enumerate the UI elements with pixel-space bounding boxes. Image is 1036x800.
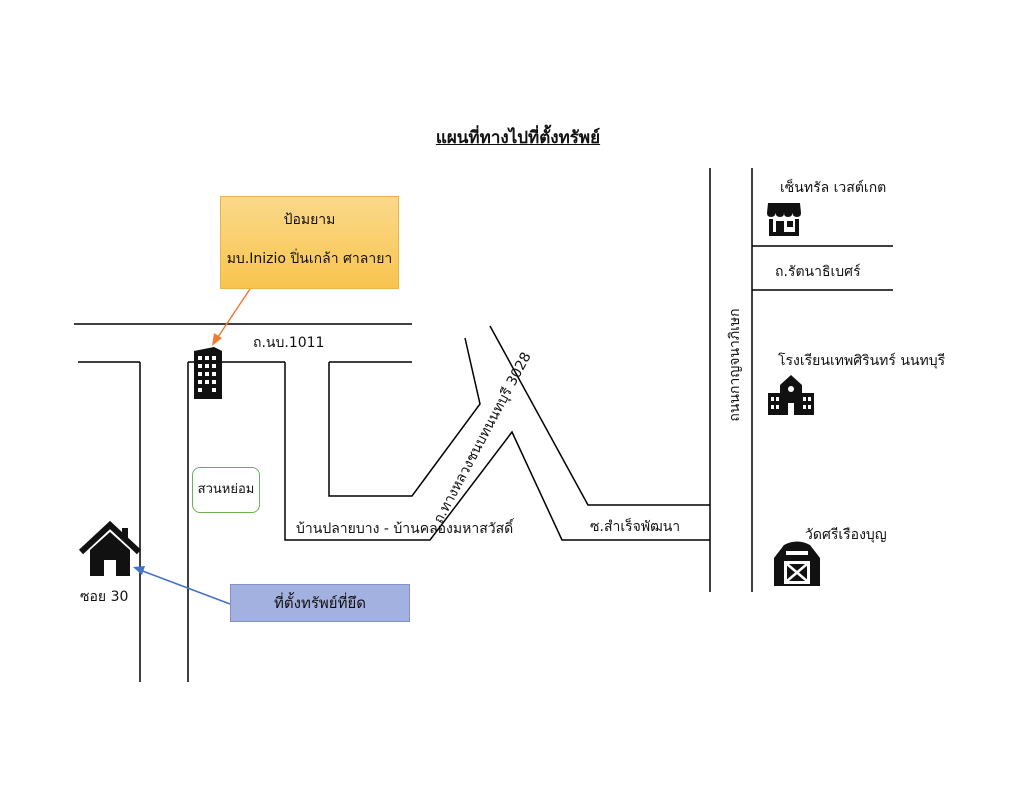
house-icon	[78, 520, 142, 576]
callout-property: ที่ตั้งทรัพย์ที่ยึด	[230, 584, 410, 622]
callout-landmark-line1: ป้อมยาม	[283, 212, 336, 228]
road-label-rattanathibet: ถ.รัตนาธิเบศร์	[775, 264, 861, 280]
school-icon	[768, 375, 814, 415]
park-label: สวนหย่อม	[192, 467, 260, 513]
store-icon	[767, 203, 801, 236]
callout-arrow-blue	[139, 569, 231, 605]
barn-icon	[774, 541, 820, 586]
callout-landmark-line2: มบ.Inizio ปิ่นเกล้า ศาลายา	[226, 251, 393, 267]
road-label-kanchanaphisek: ถนนกาญจนาภิเษก	[727, 308, 743, 422]
landmark-temple: วัดศรีเรืองบุญ	[805, 527, 887, 543]
landmark-central-westgate: เซ็นทรัล เวสต์เกต	[780, 180, 887, 196]
building-icon	[194, 347, 222, 399]
landmark-school: โรงเรียนเทพศิรินทร์ นนทบุรี	[778, 353, 946, 369]
road-label-soi30: ซอย 30	[80, 589, 129, 605]
callout-landmark: ป้อมยาม มบ.Inizio ปิ่นเกล้า ศาลายา	[220, 196, 399, 289]
road-label-ban-plai-bang: บ้านปลายบาง - บ้านคลองมหาสวัสดิ์	[296, 521, 514, 537]
road-label-nb1011: ถ.นบ.1011	[253, 335, 325, 351]
callout-arrow-orange	[215, 288, 251, 341]
road-label-soi-samret: ซ.สำเร็จพัฒนา	[590, 519, 681, 535]
map-title: แผนที่ทางไปที่ตั้งทรัพย์	[435, 128, 601, 148]
